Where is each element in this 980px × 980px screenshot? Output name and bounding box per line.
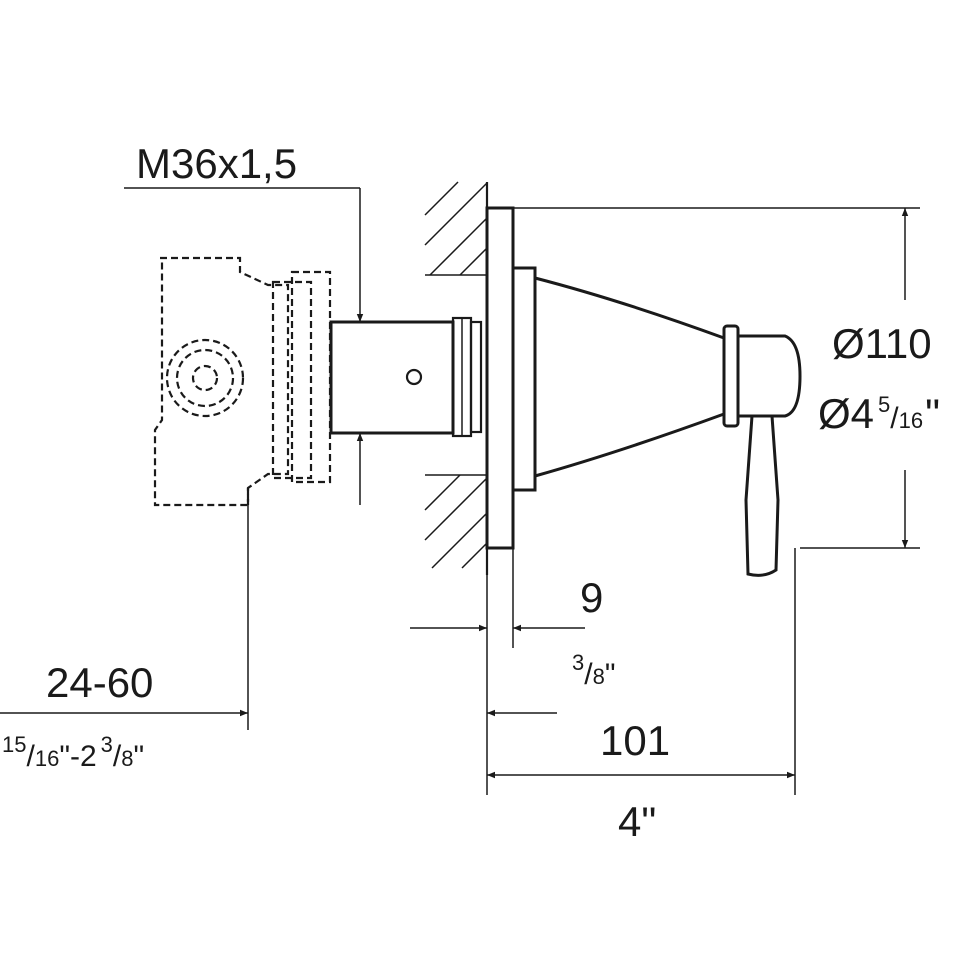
spindle — [329, 316, 483, 438]
depth-mm-label: 24-60 — [46, 659, 153, 706]
depth-in-unit: " — [133, 740, 144, 773]
thread-label: M36x1,5 — [136, 140, 297, 187]
depth-in-den2: 8 — [121, 746, 133, 771]
diameter-in-whole: Ø4 — [818, 390, 874, 437]
wall-section-top — [424, 181, 489, 276]
plate-in-den: 8 — [593, 664, 605, 689]
depth-in-mid: "-2 — [59, 740, 96, 773]
length-in-label: 4" — [618, 798, 656, 845]
diameter-in-unit: " — [925, 390, 940, 437]
thread-dimension: M36x1,5 — [124, 140, 364, 505]
plate-in-label: 3/8" — [572, 650, 616, 691]
escutcheon — [485, 206, 726, 550]
plate-in-num: 3 — [572, 650, 584, 675]
depth-in-num2: 3 — [101, 732, 113, 757]
lever-handle[interactable] — [722, 324, 802, 577]
diameter-in-den: 16 — [899, 408, 923, 433]
plate-mm-label: 9 — [580, 574, 603, 621]
length-mm-label: 101 — [600, 717, 670, 764]
plate-dimension: 9 3/8" — [410, 548, 616, 691]
depth-in-den1: 16 — [35, 746, 59, 771]
wall-section-bottom — [424, 474, 489, 575]
diameter-in-num: 5 — [878, 392, 890, 417]
diameter-mm-label: Ø110 — [832, 320, 932, 367]
length-dimension: 101 4" — [486, 548, 796, 845]
depth-in-num1: 15 — [2, 732, 26, 757]
concealed-valve-body — [153, 256, 332, 507]
plate-in-unit: " — [605, 658, 616, 691]
